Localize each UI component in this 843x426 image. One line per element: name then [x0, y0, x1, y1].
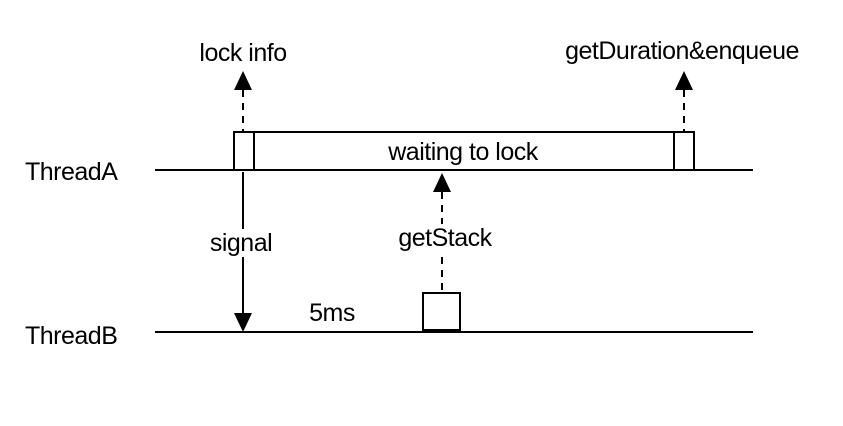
get-stack-arrow-up-icon	[433, 173, 451, 292]
thread-a-label: ThreadA	[25, 158, 118, 186]
thread-b-activation-box	[422, 292, 461, 331]
activation-divider-right	[673, 131, 675, 171]
waiting-to-lock-label: waiting to lock	[388, 138, 538, 166]
thread-b-label: ThreadB	[25, 322, 118, 350]
thread-b-timeline	[155, 331, 753, 333]
get-stack-label: getStack	[395, 224, 495, 252]
get-duration-arrow-up-icon	[675, 71, 693, 132]
activation-divider-left	[253, 131, 255, 171]
get-stack-label-text: getStack	[395, 224, 495, 252]
thread-a-activation-bar	[233, 131, 695, 171]
five-ms-label: 5ms	[309, 299, 355, 327]
signal-label-text: signal	[206, 229, 276, 257]
signal-label: signal	[191, 229, 291, 257]
lock-info-arrow-up-icon	[234, 71, 252, 132]
lock-info-label: lock info	[199, 39, 287, 67]
get-duration-enqueue-label: getDuration&enqueue	[565, 37, 799, 65]
